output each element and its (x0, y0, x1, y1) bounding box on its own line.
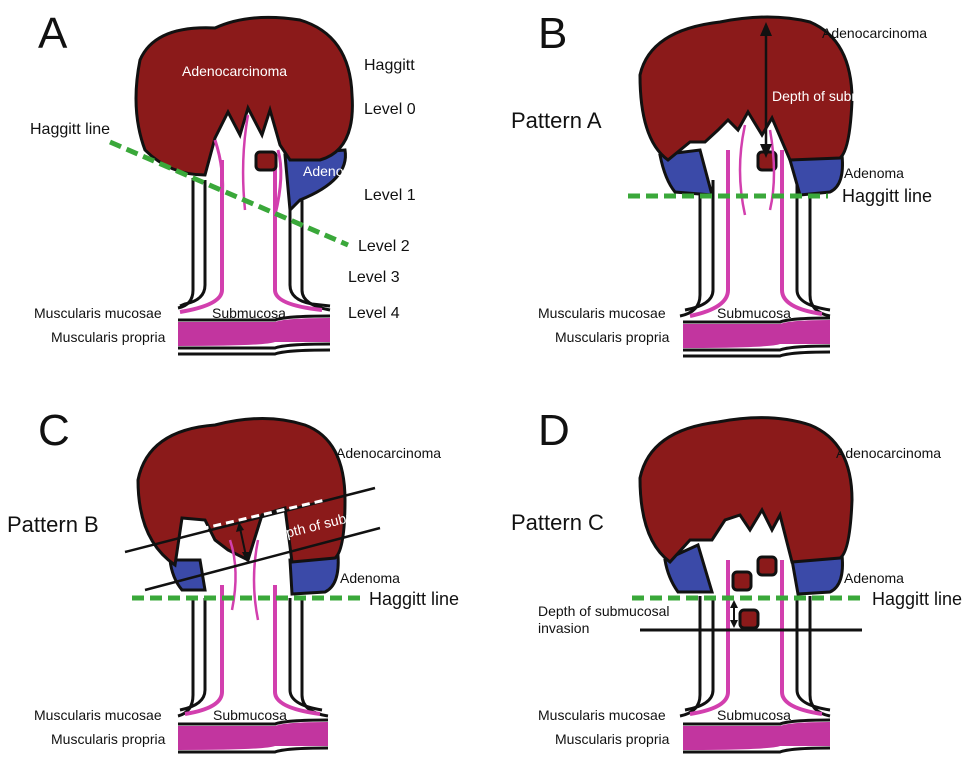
panel-letter-c: C (38, 406, 70, 455)
tumor-nest (758, 557, 776, 575)
label-haggitt-line: Haggitt line (842, 186, 932, 206)
label-muscularis-mucosae: Muscularis mucosae (538, 305, 666, 321)
label-adenocarcinoma: Adenocarcinoma (836, 445, 941, 461)
label-level-4: Level 4 (348, 305, 400, 322)
label-level-1: Level 1 (364, 187, 416, 204)
tumor-nest (256, 152, 276, 170)
label-depth-line-2: invasion (538, 620, 589, 636)
label-muscularis-propria: Muscularis propria (51, 329, 166, 345)
muscularis-propria-band (178, 318, 330, 346)
label-muscularis-mucosae: Muscularis mucosae (34, 305, 162, 321)
label-haggitt-line: Haggitt line (30, 121, 110, 138)
label-adenoma: Adenoma (844, 570, 904, 586)
label-muscularis-mucosae: Muscularis mucosae (34, 707, 162, 723)
label-pattern-b: Pattern B (7, 512, 99, 537)
panel-letter-a: A (38, 9, 68, 58)
muscularis-propria-band (178, 722, 328, 750)
label-level-2: Level 2 (358, 238, 410, 255)
panel-d: D Pattern C Adenocarcinoma Adenoma Ha (511, 406, 962, 752)
tumor-nest (733, 572, 751, 590)
muscularis-mucosae-outline (178, 178, 193, 308)
label-muscularis-propria: Muscularis propria (555, 329, 670, 345)
label-level-3: Level 3 (348, 269, 400, 286)
muscularis-propria-band (683, 320, 830, 348)
label-haggitt-line: Haggitt line (872, 589, 962, 609)
label-adenoma: Adenoma (340, 570, 400, 586)
label-haggitt-line: Haggitt line (369, 589, 459, 609)
label-haggitt: Haggitt (364, 57, 415, 74)
label-depth-line-1: Depth of submucosal (538, 603, 670, 619)
label-pattern-c: Pattern C (511, 510, 604, 535)
label-muscularis-propria: Muscularis propria (555, 731, 670, 747)
label-submucosa: Submucosa (213, 707, 287, 723)
panel-a: A Adenocarcinoma Adenoma Haggitt Haggitt… (30, 9, 416, 354)
label-adenocarcinoma: Adenocarcinoma (336, 445, 441, 461)
label-adenocarcinoma: Adenocarcinoma (822, 25, 927, 41)
panel-c: C Pattern B Adenocarcinoma Depth of (7, 406, 459, 752)
panel-b: B Pattern A Adenocarcinoma Depth of subm… (511, 9, 959, 356)
label-submucosa: Submucosa (717, 707, 791, 723)
tumor-nest (740, 610, 758, 628)
panel-letter-b: B (538, 9, 567, 58)
label-adenoma: Adenoma (303, 163, 363, 179)
label-depth-invasion: Depth of submucosal invasion (772, 88, 959, 104)
label-muscularis-propria: Muscularis propria (51, 731, 166, 747)
label-submucosa: Submucosa (212, 305, 286, 321)
label-level-0: Level 0 (364, 101, 416, 118)
submucosa-vessel (275, 585, 320, 714)
muscularis-propria-band (683, 722, 830, 750)
adenocarcinoma-region (138, 419, 345, 566)
label-adenocarcinoma: Adenocarcinoma (182, 63, 287, 79)
label-adenoma: Adenoma (844, 165, 904, 181)
panel-letter-d: D (538, 406, 570, 455)
label-muscularis-mucosae: Muscularis mucosae (538, 707, 666, 723)
adenocarcinoma-region (640, 418, 852, 562)
label-pattern-a: Pattern A (511, 108, 602, 133)
label-submucosa: Submucosa (717, 305, 791, 321)
